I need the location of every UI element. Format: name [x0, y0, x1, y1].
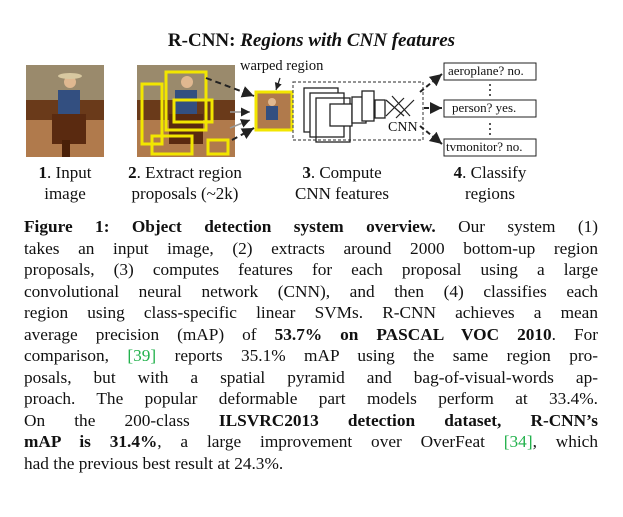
dashed-arrow-1	[205, 77, 255, 98]
output-label-3: tvmonitor? no.	[446, 139, 523, 154]
proposals-image	[137, 65, 235, 157]
title-bold: R-CNN:	[167, 30, 236, 51]
caption-line: Figure 1: Object detection system overvi…	[24, 217, 598, 236]
dashed-arrow-2	[231, 127, 255, 141]
output-label-1: aeroplane? no.	[448, 63, 524, 78]
cnn-layers	[303, 87, 386, 143]
warped-pointer	[274, 77, 282, 91]
out-arrow-1	[419, 73, 443, 93]
caption-line: convolutional neural network (CNN), and …	[24, 281, 598, 301]
output-label-2: person? yes.	[452, 100, 517, 115]
output-box-3	[443, 138, 537, 157]
output-box-2	[443, 99, 537, 118]
figure-title: R-CNN: Regions with CNN features	[0, 30, 623, 52]
step-1: 1. Input image	[38, 163, 92, 203]
figure-caption: Figure 1: Object detection system overvi…	[24, 216, 598, 474]
caption-line: posals, but with a spatial pyramid and b…	[24, 367, 598, 387]
caption-line: proposals, (3) computes features for eac…	[24, 260, 598, 279]
input-image	[26, 65, 104, 157]
output-box-1	[443, 62, 537, 81]
caption-line: average precision (mAP) of 53.7% on PASC…	[24, 324, 599, 344]
vertical-dots	[489, 84, 491, 135]
step-2: 2. Extract region proposals (~2k)	[128, 163, 242, 203]
cnn-fc-lines	[385, 95, 415, 119]
citation-link-39[interactable]: [39]	[127, 346, 157, 365]
arrow-gray-2	[229, 119, 251, 129]
pipeline-diagram	[26, 62, 537, 157]
caption-line: region using class-specific linear SVMs.…	[24, 303, 598, 322]
cnn-box	[292, 81, 424, 141]
caption-line: On the 200-class ILSVRC2013 detection da…	[24, 410, 598, 430]
step-4: 4. Classify regions	[453, 163, 527, 203]
warped-label: warped region	[240, 58, 324, 74]
cnn-label: CNN	[388, 120, 418, 135]
out-arrow-3	[419, 125, 443, 145]
warped-region	[254, 90, 294, 132]
rcnn-figure: R-CNN: Regions with CNN features	[0, 0, 623, 215]
title-italic: Regions with CNN features	[240, 30, 456, 51]
caption-line: mAP is 31.4%, a large improvement over O…	[24, 432, 598, 451]
caption-line: proach. The popular deformable part mode…	[24, 389, 598, 408]
caption-line: had the previous best result at 24.3%.	[24, 453, 284, 473]
caption-line: takes an input image, (2) extracts aroun…	[24, 238, 598, 258]
step-3: 3. Compute CNN features	[295, 163, 389, 203]
caption-line: comparison, [39] reports 35.1% mAP using…	[24, 346, 598, 365]
citation-link-34[interactable]: [34]	[503, 432, 533, 451]
